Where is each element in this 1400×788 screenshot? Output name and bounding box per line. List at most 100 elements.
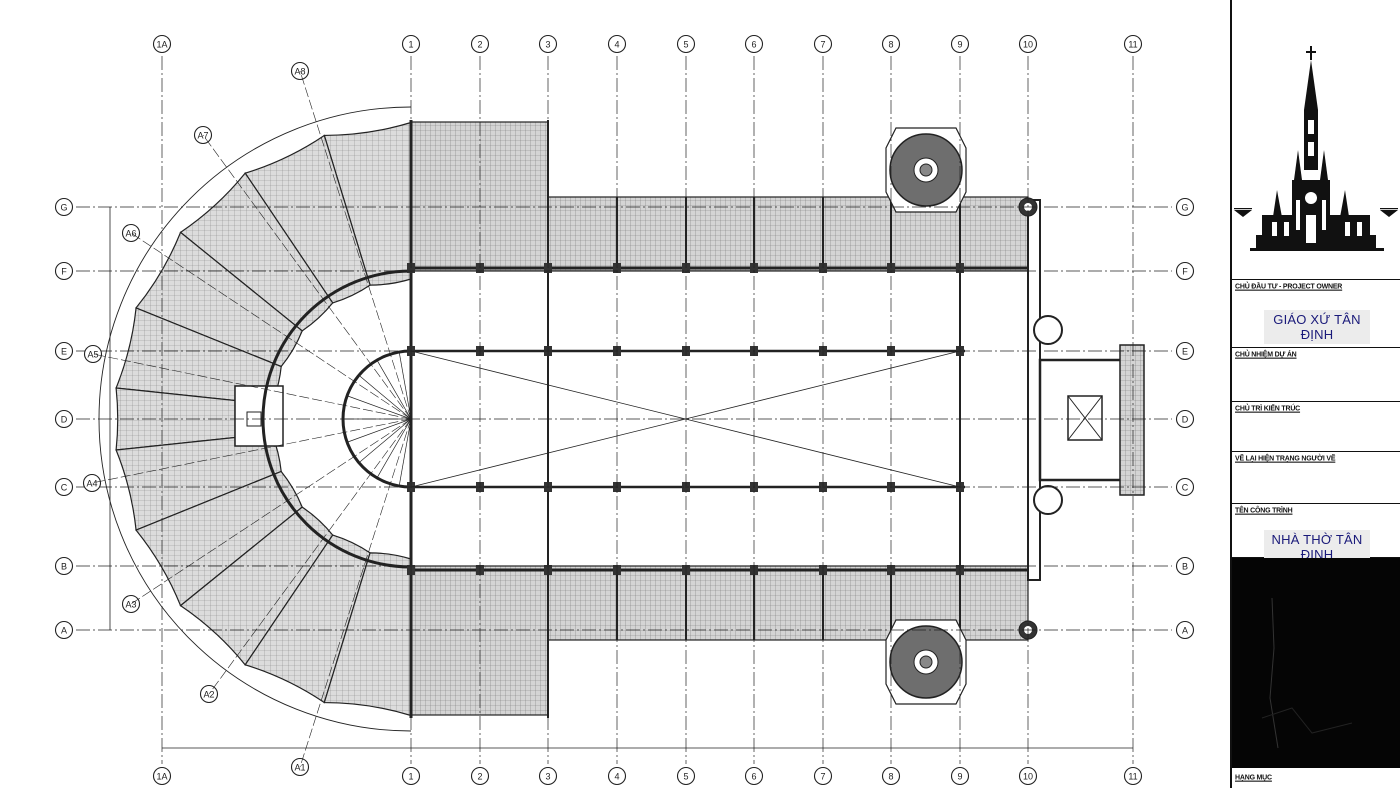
grid-bubble-label: 2 <box>477 40 482 50</box>
church-render-image <box>1232 558 1400 768</box>
grid-bubble-label: D <box>61 415 68 425</box>
grid-bubble: G <box>54 197 74 217</box>
grid-bubble-label: B <box>61 562 67 572</box>
grid-bubble-label: 1A <box>156 40 167 50</box>
grid-bubble-label: E <box>1182 347 1188 357</box>
grid-lines <box>76 56 1172 764</box>
grid-bubble: C <box>54 477 74 497</box>
drawn-by-cell: VẼ LẠI HIỆN TRẠNG NGƯỜI VẼ <box>1232 452 1400 504</box>
grid-bubble-label: A5 <box>87 350 98 360</box>
grid-bubble-label: G <box>60 203 67 213</box>
grid-bubble: B <box>1175 556 1195 576</box>
grid-bubble: E <box>1175 341 1195 361</box>
grid-bubble-label: A <box>1182 626 1188 636</box>
radial-lines <box>91 70 412 768</box>
grid-bubble-label: 8 <box>888 40 893 50</box>
grid-bubble-label: E <box>61 347 67 357</box>
drawn-by-label: VẼ LẠI HIỆN TRẠNG NGƯỜI VẼ <box>1235 455 1336 463</box>
grid-bubble-label: B <box>1182 562 1188 572</box>
grid-bubble: 6 <box>744 34 764 54</box>
grid-bubble-label: A4 <box>86 479 97 489</box>
grid-bubble-label: 6 <box>751 772 756 782</box>
architect-cell: CHỦ TRÌ KIẾN TRÚC <box>1232 402 1400 452</box>
grid-bubble: 3 <box>538 34 558 54</box>
grid-bubble-label: 10 <box>1023 772 1033 782</box>
side-aisle-hatch <box>410 121 549 272</box>
grid-bubble-label: A1 <box>294 763 305 773</box>
grid-bubble-label: A3 <box>125 600 136 610</box>
grid-bubble: 9 <box>950 34 970 54</box>
grid-bubble-label: 7 <box>820 40 825 50</box>
grid-bubble: F <box>54 261 74 281</box>
grid-bubble-label: 11 <box>1128 40 1137 50</box>
grid-bubble-label: D <box>1182 415 1189 425</box>
grid-bubble: A6 <box>121 223 141 243</box>
manager-cell: CHỦ NHIỆM DỰ ÁN <box>1232 348 1400 402</box>
grid-bubble-label: G <box>1181 203 1188 213</box>
grid-bubble: A <box>54 620 74 640</box>
project-label: TÊN CÔNG TRÌNH <box>1235 507 1293 515</box>
grid-bubble-label: 9 <box>957 40 962 50</box>
grid-bubble: A <box>1175 620 1195 640</box>
grid-bubble: 10 <box>1018 766 1038 786</box>
owner-cell: CHỦ ĐẦU TƯ - PROJECT OWNER GIÁO XỨ TÂN Đ… <box>1232 280 1400 348</box>
grid-bubble-label: F <box>61 267 67 277</box>
grid-bubble-label: 11 <box>1128 772 1137 782</box>
grid-bubble: A3 <box>121 594 141 614</box>
grid-bubble: 5 <box>676 766 696 786</box>
grid-bubble-label: 10 <box>1023 40 1033 50</box>
grid-bubble: D <box>1175 409 1195 429</box>
sheet-label: HẠNG MỤC <box>1235 774 1272 782</box>
owner-label: CHỦ ĐẦU TƯ - PROJECT OWNER <box>1235 283 1343 291</box>
grid-bubble: 1A <box>152 766 172 786</box>
project-cell: TÊN CÔNG TRÌNH NHÀ THỜ TÂN ĐỊNH <box>1232 504 1400 564</box>
grid-bubble-label: F <box>1182 267 1188 277</box>
grid-bubble: 1 <box>401 766 421 786</box>
manager-label: CHỦ NHIỆM DỰ ÁN <box>1235 351 1297 359</box>
grid-bubble: E <box>54 341 74 361</box>
church-logo <box>1234 46 1398 251</box>
grid-bubble: 7 <box>813 34 833 54</box>
grid-bubble: 6 <box>744 766 764 786</box>
grid-bubble-label: 2 <box>477 772 482 782</box>
grid-bubble-label: A <box>61 626 67 636</box>
grid-bubble-label: 3 <box>545 772 550 782</box>
grid-bubble: 1 <box>401 34 421 54</box>
grid-bubble-label: 5 <box>683 40 688 50</box>
grid-bubble-label: 1 <box>408 40 413 50</box>
grid-bubble: G <box>1175 197 1195 217</box>
title-block: CHỦ ĐẦU TƯ - PROJECT OWNER GIÁO XỨ TÂN Đ… <box>1230 0 1400 788</box>
owner-value: GIÁO XỨ TÂN ĐỊNH <box>1264 310 1370 344</box>
grid-bubble-label: A6 <box>125 229 136 239</box>
grid-bubble: 2 <box>470 766 490 786</box>
grid-bubble: 9 <box>950 766 970 786</box>
grid-bubble: B <box>54 556 74 576</box>
hatched-regions <box>115 121 1029 717</box>
grid-bubble-label: C <box>1182 483 1189 493</box>
grid-bubble-label: 7 <box>820 772 825 782</box>
apse-chapel <box>234 385 284 447</box>
grid-bubble: 3 <box>538 766 558 786</box>
side-aisle-hatch <box>410 565 549 716</box>
grid-bubble: D <box>54 409 74 429</box>
grid-bubble: 1A <box>152 34 172 54</box>
grid-bubble-label: 9 <box>957 772 962 782</box>
grid-bubble-label: 6 <box>751 40 756 50</box>
grid-bubble: 11 <box>1123 766 1143 786</box>
grid-bubble: 7 <box>813 766 833 786</box>
grid-bubble-label: 5 <box>683 772 688 782</box>
grid-bubble: 4 <box>607 766 627 786</box>
grid-bubble: A5 <box>83 344 103 364</box>
grid-bubble: 5 <box>676 34 696 54</box>
grid-bubble: 8 <box>881 34 901 54</box>
grid-bubble-label: 4 <box>614 40 619 50</box>
grid-bubble-label: 3 <box>545 40 550 50</box>
grid-bubble: F <box>1175 261 1195 281</box>
grid-bubble: 11 <box>1123 34 1143 54</box>
grid-bubble-label: A2 <box>203 690 214 700</box>
grid-bubble-label: 1A <box>156 772 167 782</box>
grid-bubble: 2 <box>470 34 490 54</box>
